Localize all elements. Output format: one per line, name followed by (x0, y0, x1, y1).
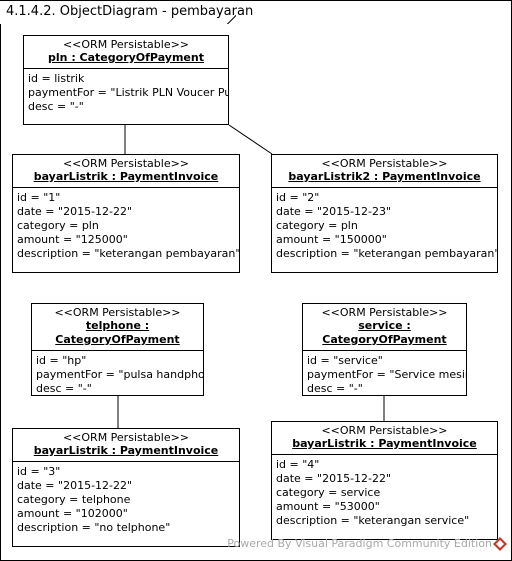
link-pln-bayarListrik2 (228, 124, 273, 155)
object-service[interactable]: <<ORM Persistable>> service : CategoryOf… (302, 303, 467, 396)
attribute: category = telphone (17, 493, 131, 506)
watermark-text: Powered By Visual Paradigm Community Edi… (227, 537, 492, 550)
attribute: id = "hp" (36, 354, 87, 367)
attribute: amount = "102000" (17, 507, 128, 520)
attribute: amount = "53000" (276, 500, 380, 513)
stereotype: <<ORM Persistable>> (321, 424, 448, 437)
object-pln[interactable]: <<ORM Persistable>> pln : CategoryOfPaym… (23, 35, 229, 125)
attribute: id = "3" (17, 465, 61, 478)
object-name: bayarListrik : PaymentInvoice (292, 437, 477, 450)
attribute: id = "4" (276, 458, 320, 471)
attribute: category = pln (17, 219, 99, 232)
attribute: paymentFor = "Listrik PLN Voucer Pulsa" (28, 86, 228, 99)
object-bayarListrik-1[interactable]: <<ORM Persistable>> bayarListrik : Payme… (12, 154, 240, 273)
object-name: bayarListrik : PaymentInvoice (33, 444, 219, 457)
attribute: category = service (276, 486, 381, 499)
object-name: bayarListrik2 : PaymentInvoice (288, 170, 481, 183)
stereotype: <<ORM Persistable>> (62, 431, 190, 444)
frame-title-tab (0, 0, 236, 24)
object-name-line1: telphone : (85, 319, 150, 332)
attribute: date = "2015-12-23" (276, 205, 392, 218)
attribute: desc = "-" (36, 382, 92, 395)
object-header: <<ORM Persistable>> bayarListrik : Payme… (13, 155, 239, 188)
attribute: date = "2015-12-22" (17, 205, 133, 218)
attribute: amount = "125000" (17, 233, 128, 246)
object-header: <<ORM Persistable>> bayarListrik : Payme… (272, 422, 497, 455)
attribute: id = "service" (307, 354, 383, 367)
attribute: amount = "150000" (276, 233, 387, 246)
stereotype: <<ORM Persistable>> (321, 157, 448, 170)
object-header: <<ORM Persistable>> bayarListrik2 : Paym… (272, 155, 497, 188)
attribute: description = "keterangan service" (276, 514, 470, 527)
attribute-list: id = "2" date = "2015-12-23" category = … (272, 188, 497, 261)
attribute: id = "1" (17, 191, 61, 204)
stereotype: <<ORM Persistable>> (321, 306, 448, 319)
attribute: paymentFor = "pulsa handphone" (36, 368, 204, 381)
attribute: date = "2015-12-22" (276, 472, 392, 485)
attribute: date = "2015-12-22" (17, 479, 133, 492)
attribute: category = pln (276, 219, 358, 232)
object-name-line2: CategoryOfPayment (55, 333, 180, 346)
attribute-list: id = "3" date = "2015-12-22" category = … (13, 462, 239, 535)
attribute: id = "2" (276, 191, 320, 204)
object-header: <<ORM Persistable>> telphone : CategoryO… (32, 304, 203, 351)
object-header: <<ORM Persistable>> bayarListrik : Payme… (13, 429, 239, 462)
attribute-list: id = listrik paymentFor = "Listrik PLN V… (24, 69, 228, 114)
diagram-title: 4.1.4.2. ObjectDiagram - pembayaran (6, 4, 254, 19)
object-name-line2: CategoryOfPayment (322, 333, 447, 346)
attribute-list: id = "service" paymentFor = "Service mes… (303, 351, 467, 395)
attribute: desc = "-" (307, 382, 363, 395)
visual-paradigm-logo-icon (493, 537, 507, 551)
object-header: <<ORM Persistable>> pln : CategoryOfPaym… (24, 36, 228, 69)
stereotype: <<ORM Persistable>> (54, 306, 181, 319)
attribute-list: id = "1" date = "2015-12-22" category = … (13, 188, 239, 261)
stereotype: <<ORM Persistable>> (62, 157, 190, 170)
object-bayarListrik-4[interactable]: <<ORM Persistable>> bayarListrik : Payme… (271, 421, 498, 540)
attribute: paymentFor = "Service mesin" (307, 368, 467, 381)
object-telphone[interactable]: <<ORM Persistable>> telphone : CategoryO… (31, 303, 204, 396)
attribute: id = listrik (28, 72, 85, 85)
object-header: <<ORM Persistable>> service : CategoryOf… (303, 304, 466, 351)
attribute: desc = "-" (28, 100, 84, 113)
attribute: description = "keterangan pembayaran" (17, 247, 240, 260)
object-name-line1: service : (358, 319, 411, 332)
object-bayarListrik2[interactable]: <<ORM Persistable>> bayarListrik2 : Paym… (271, 154, 498, 273)
object-bayarListrik-3[interactable]: <<ORM Persistable>> bayarListrik : Payme… (12, 428, 240, 547)
attribute: description = "no telphone" (17, 521, 171, 534)
attribute-list: id = "hp" paymentFor = "pulsa handphone"… (32, 351, 204, 395)
attribute: description = "keterangan pembayaran" (276, 247, 498, 260)
attribute-list: id = "4" date = "2015-12-22" category = … (272, 455, 497, 528)
stereotype: <<ORM Persistable>> (62, 38, 190, 51)
object-name: pln : CategoryOfPayment (48, 51, 204, 64)
object-name: bayarListrik : PaymentInvoice (33, 170, 219, 183)
